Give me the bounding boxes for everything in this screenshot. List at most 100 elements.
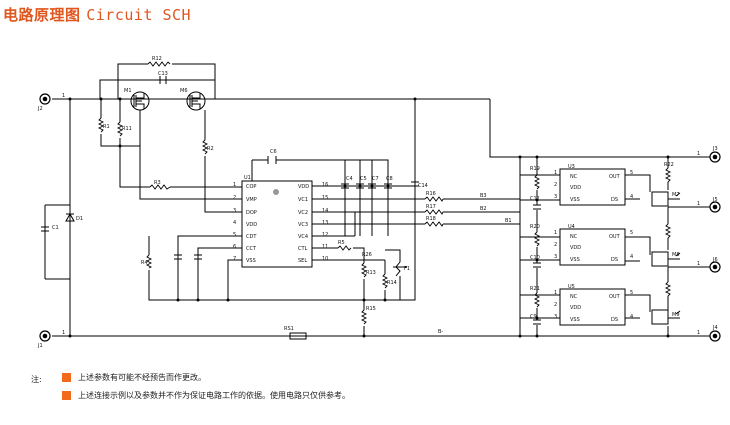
label-b1: B1 [505,218,512,224]
note-1-text: 上述参数有可能不经预告而作更改。 [78,373,206,382]
label-r1: R1 [103,124,110,130]
label-j4: J4 [712,325,718,331]
label-r3: R3 [154,180,161,186]
u1-pin-num: 14 [322,208,328,214]
ic-u1 [241,180,313,268]
label-u5: U5 [568,284,575,290]
terminal-j2[interactable] [39,93,51,105]
labels: J2 J1 J3 J5 J6 J4 1 1 1 1 1 1 B- R12 C13… [37,56,718,349]
u3-pin: DS [611,197,618,203]
title-chinese: 电路原理图 [3,6,81,24]
u3-pin-num: 3 [554,194,557,200]
ic-u3 [559,168,626,206]
terminal-j3[interactable] [709,151,721,163]
u3-pins: NC VDD VSS OUT DS 1 2 3 5 4 [554,170,633,203]
u5-pin-num: 5 [630,290,633,296]
diode-d1 [65,212,75,222]
u1-pin-num: 5 [233,232,236,238]
u5-pin: VSS [570,317,580,323]
label-r17: R17 [426,204,436,210]
terminal-j6[interactable] [709,261,721,273]
terminal-j1[interactable] [39,330,51,342]
u3-pin: VDD [570,185,581,191]
u1-pin-right: VDD [298,184,309,190]
resistor-r15 [360,309,368,325]
u5-pin: OUT [609,294,621,300]
ic-u5 [559,288,626,326]
label-b2: B2 [480,206,487,212]
u1-pin-num: 6 [233,244,236,250]
u3-pin: NC [570,174,578,180]
u1-pin-num: 4 [233,220,236,226]
u4-pin-num: 2 [554,242,557,248]
terminal-j5[interactable] [709,201,721,213]
u3-pin-num: 4 [630,194,633,200]
label-m9: M9 [672,312,680,318]
label-r2: R2 [207,146,214,152]
u4-pin: OUT [609,234,621,240]
label-c4: C4 [346,176,353,182]
output-mosfets [651,191,681,325]
label-b3: B3 [480,193,487,199]
label-j3: J3 [712,146,718,152]
resistor-r24 [664,281,672,297]
label-j2: J2 [37,106,43,112]
u3-pin: OUT [609,174,621,180]
resistor-r20 [533,231,541,247]
capacitor-c1 [41,226,49,232]
u4-pin: VSS [570,257,580,263]
resistor-r23 [664,223,672,239]
u1-pin-num: 13 [322,220,328,226]
label-f1: F1 [404,266,410,272]
u4-pin: DS [611,257,618,263]
label-m7: M7 [672,192,680,198]
capacitor-c5 [356,183,364,189]
label-r11: R11 [122,126,132,132]
u1-pin-num: 10 [322,256,328,262]
u1-pin-left: CDT [246,234,257,240]
capacitor-c4 [341,183,349,189]
u1-pin-right: VC1 [298,197,308,203]
pin-label-j1: 1 [62,330,65,336]
ic-u4 [559,228,626,266]
u5-pins: NC VDD VSS OUT DS 1 2 3 5 4 [554,290,633,323]
capacitor-c6 [267,156,277,164]
u3-pin-num: 2 [554,182,557,188]
u1-pin-right: VC2 [298,210,308,216]
connector-terminals [39,93,721,342]
title-english: Circuit SCH [86,6,192,24]
mosfet-m9 [651,309,669,325]
u1-pin-right: VC4 [298,234,308,240]
resistors [97,61,672,325]
resistor-r4 [145,254,153,269]
label-c13: C13 [158,71,168,77]
u1-pin-right: VC3 [298,222,308,228]
mosfet-m8 [651,251,669,267]
u1-pin-right: SEL [298,258,307,264]
mosfet-m6 [186,91,206,111]
u5-pin-num: 1 [554,290,557,296]
label-r12: R12 [152,56,162,62]
u4-pin: NC [570,234,578,240]
pin-label-j4: 1 [697,330,700,336]
label-c1: C1 [52,225,59,231]
label-r18: R18 [426,216,436,222]
label-c6: C6 [270,149,277,155]
wires [44,63,715,337]
resistor-r21 [533,292,541,308]
terminal-j4[interactable] [709,330,721,342]
label-r20: R20 [530,224,540,230]
resistor-r2 [201,139,209,155]
resistor-r16 [424,196,444,202]
shunt-rs1 [289,332,307,340]
resistor-r5 [337,245,352,251]
u1-pin-left: VDD [246,222,257,228]
capacitor-c2 [174,254,182,260]
u1-pin-left: VMP [246,197,257,203]
u5-pin-num: 3 [554,314,557,320]
u1-pin-left: COP [246,184,256,190]
u1-pin-num: 1 [233,182,236,188]
u5-pin-num: 2 [554,302,557,308]
resistor-r14 [381,273,389,289]
label-r16: R16 [426,191,436,197]
